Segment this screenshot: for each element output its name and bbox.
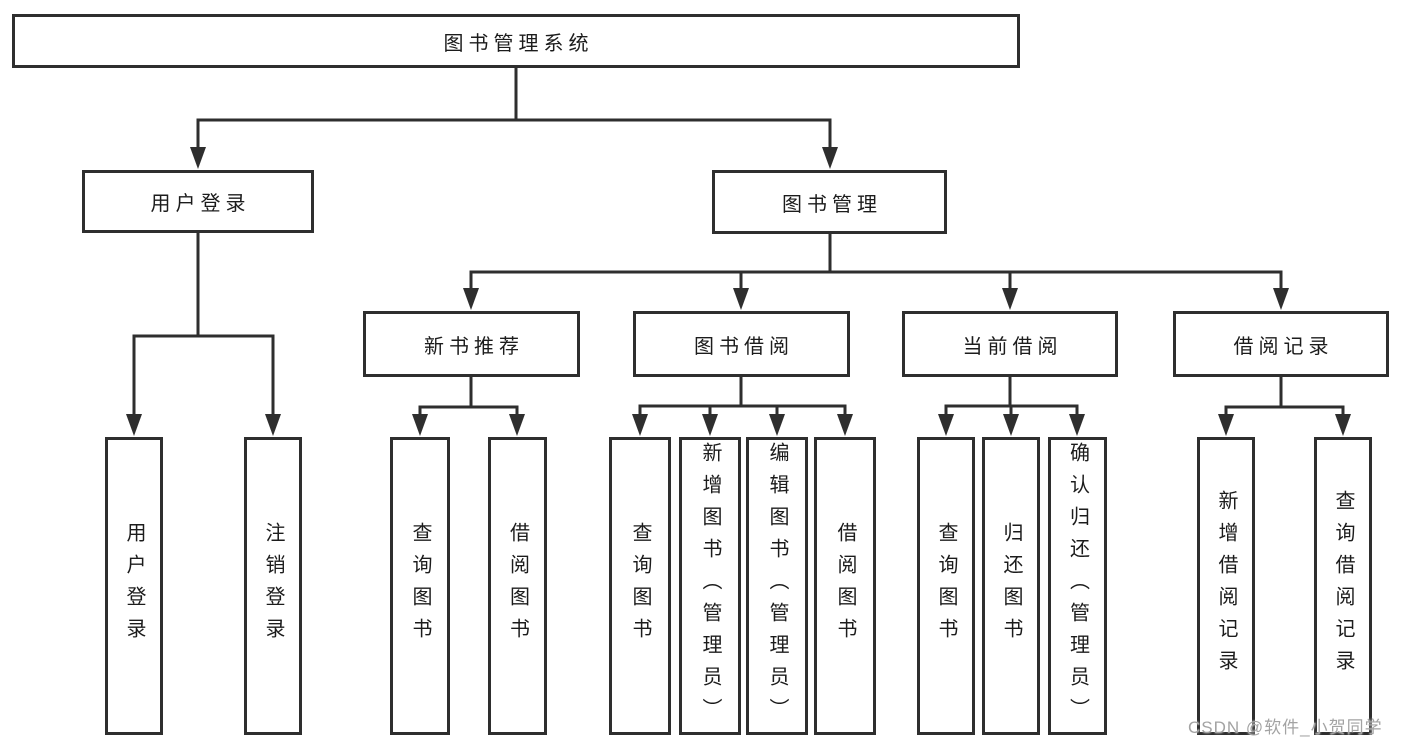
leaf-logout-label: 注销登录 bbox=[262, 522, 284, 650]
arrowhead-icon bbox=[938, 414, 954, 436]
leaf-confirm-return-admin-label: 确认归还（管理员） bbox=[1066, 442, 1089, 730]
leaf-add-book-admin-label: 新增图书（管理员） bbox=[699, 442, 721, 730]
connector-new-book-branch bbox=[418, 376, 519, 418]
leaf-user-login: 用户登录 bbox=[105, 437, 163, 735]
connector-current-borrow-branch bbox=[944, 376, 1079, 418]
leaf-query-books-borrow: 查询图书 bbox=[609, 437, 671, 735]
leaf-return-book: 归还图书 bbox=[982, 437, 1040, 735]
node-new-book-recommend-label: 新书推荐 bbox=[424, 335, 524, 358]
node-current-borrow-label: 当前借阅 bbox=[962, 335, 1063, 358]
arrowhead-icon bbox=[1335, 414, 1351, 436]
arrowheads bbox=[126, 147, 1351, 436]
node-borrow-record: 借阅记录 bbox=[1173, 311, 1389, 377]
connector-root-split bbox=[196, 67, 832, 150]
watermark: CSDN @软件_小贺同学 bbox=[1188, 718, 1383, 737]
leaf-query-books-recommend-label: 查询图书 bbox=[409, 522, 431, 650]
node-book-management: 图书管理 bbox=[712, 170, 947, 234]
arrowhead-icon bbox=[1273, 288, 1289, 310]
leaf-add-borrow-record: 新增借阅记录 bbox=[1197, 437, 1255, 735]
arrowhead-icon bbox=[1002, 288, 1018, 310]
leaf-edit-book-admin-label: 编辑图书（管理员） bbox=[766, 442, 788, 730]
leaf-borrow-books: 借阅图书 bbox=[814, 437, 876, 735]
leaf-query-books-recommend: 查询图书 bbox=[390, 437, 450, 735]
arrowhead-icon bbox=[265, 414, 281, 436]
node-book-borrow-label: 图书借阅 bbox=[694, 335, 794, 358]
node-borrow-record-label: 借阅记录 bbox=[1233, 335, 1334, 358]
arrowhead-icon bbox=[1218, 414, 1234, 436]
node-book-borrow: 图书借阅 bbox=[633, 311, 850, 377]
arrowhead-icon bbox=[190, 147, 206, 169]
node-root-label: 图书管理系统 bbox=[443, 32, 594, 55]
leaf-borrow-books-recommend-label: 借阅图书 bbox=[506, 522, 529, 650]
arrowhead-icon bbox=[769, 414, 785, 436]
leaf-user-login-label: 用户登录 bbox=[123, 522, 145, 650]
arrowhead-icon bbox=[733, 288, 749, 310]
arrowhead-icon bbox=[822, 147, 838, 169]
leaf-edit-book-admin: 编辑图书（管理员） bbox=[746, 437, 808, 735]
leaf-add-borrow-record-label: 新增借阅记录 bbox=[1215, 490, 1237, 682]
node-user-login-label: 用户登录 bbox=[150, 193, 251, 215]
node-root-library-system: 图书管理系统 bbox=[12, 14, 1020, 68]
leaf-query-borrow-record: 查询借阅记录 bbox=[1314, 437, 1372, 735]
leaf-logout: 注销登录 bbox=[244, 437, 302, 735]
node-current-borrow: 当前借阅 bbox=[902, 311, 1118, 377]
arrowhead-icon bbox=[702, 414, 718, 436]
arrowhead-icon bbox=[126, 414, 142, 436]
node-user-login: 用户登录 bbox=[82, 170, 314, 233]
leaf-query-borrow-record-label: 查询借阅记录 bbox=[1332, 490, 1354, 682]
leaf-confirm-return-admin: 确认归还（管理员） bbox=[1048, 437, 1107, 735]
arrowhead-icon bbox=[463, 288, 479, 310]
leaf-borrow-books-recommend: 借阅图书 bbox=[488, 437, 547, 735]
node-new-book-recommend: 新书推荐 bbox=[363, 311, 580, 377]
leaf-borrow-books-label: 借阅图书 bbox=[834, 522, 856, 650]
arrowhead-icon bbox=[412, 414, 428, 436]
connector-user-login-branch bbox=[132, 232, 275, 418]
arrowhead-icon bbox=[632, 414, 648, 436]
connector-borrow-record-branch bbox=[1224, 376, 1345, 418]
connector-book-borrow-branch bbox=[638, 376, 847, 418]
arrowhead-icon bbox=[1003, 414, 1019, 436]
arrowhead-icon bbox=[509, 414, 525, 436]
leaf-return-book-label: 归还图书 bbox=[1000, 522, 1022, 650]
arrowhead-icon bbox=[837, 414, 853, 436]
node-book-management-label: 图书管理 bbox=[782, 193, 882, 216]
leaf-query-books-current-label: 查询图书 bbox=[935, 522, 957, 650]
connector-book-management-branch bbox=[469, 233, 1283, 292]
leaf-add-book-admin: 新增图书（管理员） bbox=[679, 437, 741, 735]
leaf-query-books-current: 查询图书 bbox=[917, 437, 975, 735]
arrowhead-icon bbox=[1069, 414, 1085, 436]
leaf-query-books-borrow-label: 查询图书 bbox=[629, 522, 651, 650]
